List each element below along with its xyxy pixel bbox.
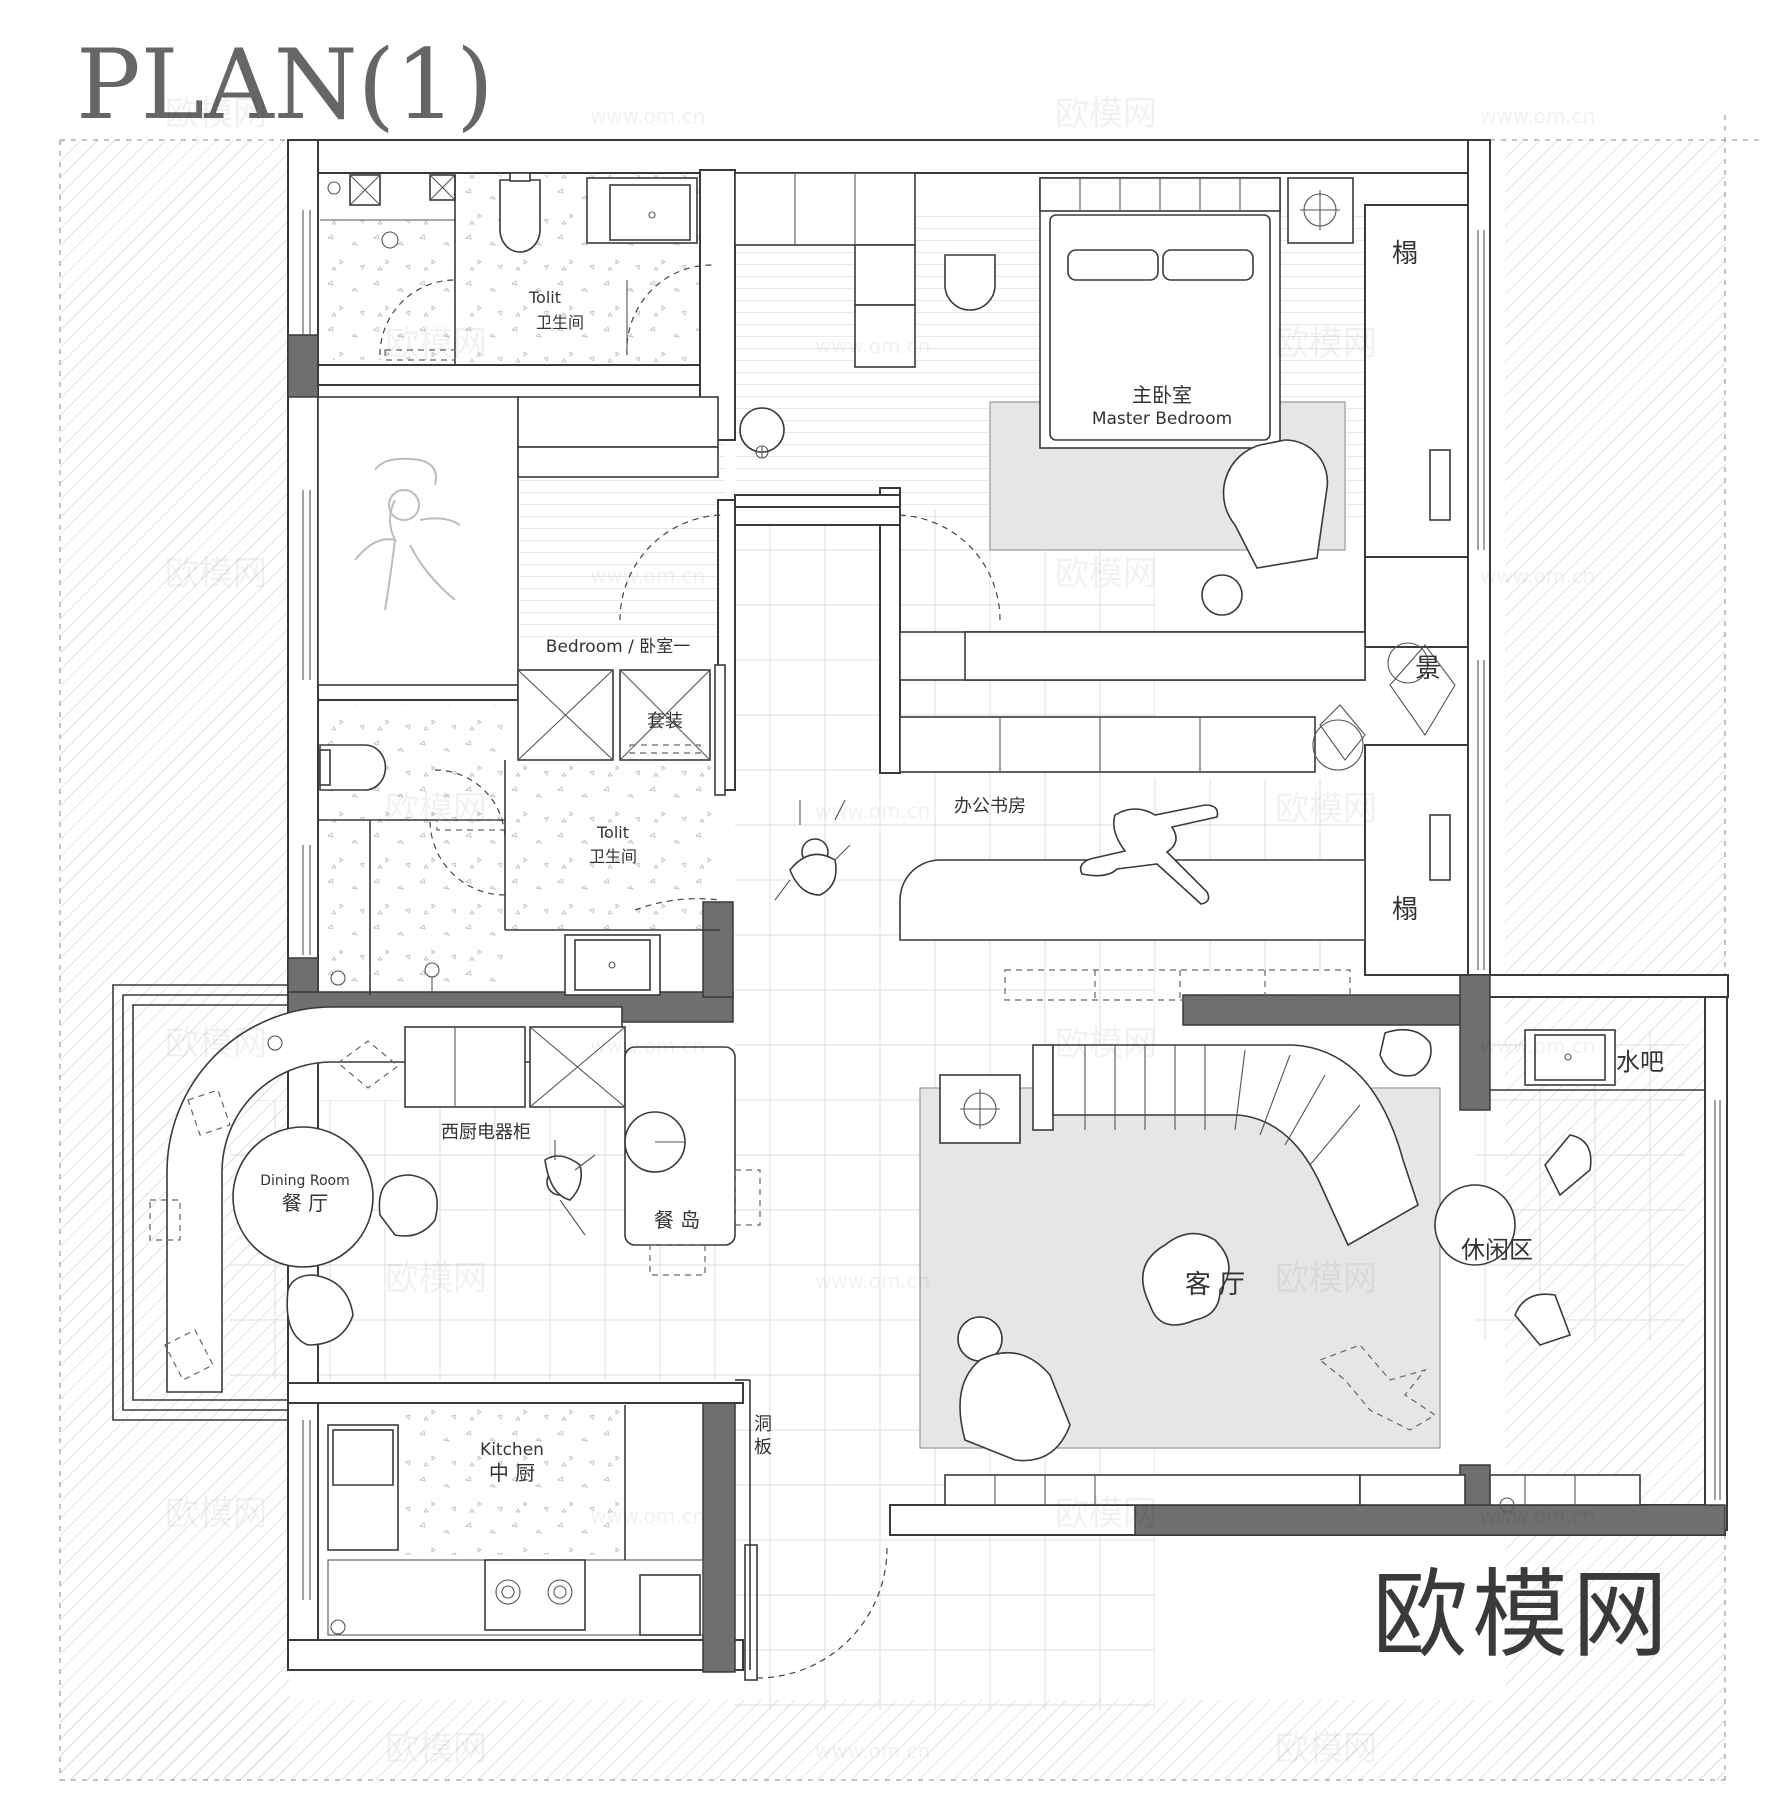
svg-text:欧模网: 欧模网 <box>1055 1024 1157 1064</box>
svg-text:欧模网: 欧模网 <box>1275 1729 1377 1769</box>
room-label-leisure: 休闲区 <box>1461 1236 1533 1264</box>
tatami-mid-bench <box>1429 814 1451 881</box>
walls <box>287 139 1729 1673</box>
room-label-dining-en: Dining Room <box>260 1173 350 1189</box>
svg-text:欧模网: 欧模网 <box>1055 554 1157 594</box>
kitchen <box>317 1379 888 1681</box>
svg-text:欧模网: 欧模网 <box>1055 1494 1157 1534</box>
room-label-hole-board-1: 洞 <box>754 1414 772 1435</box>
svg-text:欧模网: 欧模网 <box>165 94 267 134</box>
room-label-appliance-cabinet: 西厨电器柜 <box>441 1122 531 1143</box>
room-label-hole-board-2: 板 <box>754 1437 772 1458</box>
room-label-toilet-mid-en: Tolit <box>596 823 629 842</box>
svg-text:欧模网: 欧模网 <box>1055 94 1157 134</box>
study-furniture <box>899 631 1456 1001</box>
svg-text:www.om.cn: www.om.cn <box>1480 1034 1595 1058</box>
svg-text:www.om.cn: www.om.cn <box>1480 564 1595 588</box>
svg-text:www.om.cn: www.om.cn <box>590 1034 705 1058</box>
site-boundary <box>59 115 1765 1781</box>
room-label-toilet-mid-cn: 卫生间 <box>589 847 637 866</box>
person-figure-dining <box>544 1140 596 1236</box>
room-label-view-box: 景 <box>1415 654 1441 684</box>
svg-text:www.om.cn: www.om.cn <box>1480 1504 1595 1528</box>
bathroom-mid <box>318 744 721 996</box>
room-label-bedroom-one: Bedroom / 卧室一 <box>546 637 690 657</box>
room-label-kitchen-en: Kitchen <box>480 1440 544 1460</box>
svg-text:www.om.cn: www.om.cn <box>815 799 930 823</box>
plan-title: PLAN(1) <box>76 29 494 141</box>
room-label-living: 客 厅 <box>1185 1270 1245 1300</box>
room-label-study: 办公书房 <box>954 796 1026 817</box>
room-label-tatami-top: 榻 <box>1392 239 1418 269</box>
watermark-layer: 欧模网 www.om.cn 欧模网 www.om.cn 欧模网 www.om.c… <box>165 94 1595 1769</box>
room-label-tatami-mid: 榻 <box>1392 895 1418 925</box>
svg-text:www.om.cn: www.om.cn <box>590 564 705 588</box>
svg-text:www.om.cn: www.om.cn <box>815 334 930 358</box>
tatami-top-bench <box>1429 449 1451 521</box>
svg-text:www.om.cn: www.om.cn <box>815 1739 930 1763</box>
master-bedroom-furniture <box>619 172 1354 621</box>
room-label-master-bedroom-en: Master Bedroom <box>1092 409 1232 429</box>
svg-text:www.om.cn: www.om.cn <box>590 1504 705 1528</box>
room-label-water-bar: 水吧 <box>1616 1048 1664 1076</box>
svg-text:www.om.cn: www.om.cn <box>1480 104 1595 128</box>
room-label-kitchen-cn: 中 厨 <box>489 1461 535 1485</box>
person-figure-corridor <box>774 799 851 901</box>
room-label-package: 套装 <box>647 711 683 732</box>
brand-logo-text: 欧模网 <box>1372 1559 1672 1671</box>
room-label-master-bedroom-cn: 主卧室 <box>1132 383 1192 407</box>
dining-area <box>112 984 761 1421</box>
room-label-toilet-top-cn: 卫生间 <box>536 313 584 332</box>
room-label-toilet-top-en: Tolit <box>528 288 561 307</box>
svg-text:欧模网: 欧模网 <box>165 1494 267 1534</box>
svg-text:欧模网: 欧模网 <box>1275 1259 1377 1299</box>
svg-text:欧模网: 欧模网 <box>1275 324 1377 364</box>
svg-text:欧模网: 欧模网 <box>165 1024 267 1064</box>
bathroom-top <box>320 172 713 365</box>
svg-text:欧模网: 欧模网 <box>385 324 487 364</box>
svg-text:欧模网: 欧模网 <box>1275 789 1377 829</box>
windows <box>302 210 1721 1600</box>
svg-text:欧模网: 欧模网 <box>385 1259 487 1299</box>
living-room <box>939 1028 1705 1513</box>
svg-text:www.om.cn: www.om.cn <box>815 1269 930 1293</box>
svg-text:欧模网: 欧模网 <box>385 789 487 829</box>
room-label-dining-island: 餐 岛 <box>654 1208 700 1232</box>
room-label-dining-cn: 餐 厅 <box>282 1191 328 1215</box>
svg-text:欧模网: 欧模网 <box>385 1729 487 1769</box>
bedroom-one-furniture <box>317 396 726 796</box>
svg-text:欧模网: 欧模网 <box>165 554 267 594</box>
svg-text:www.om.cn: www.om.cn <box>590 104 705 128</box>
